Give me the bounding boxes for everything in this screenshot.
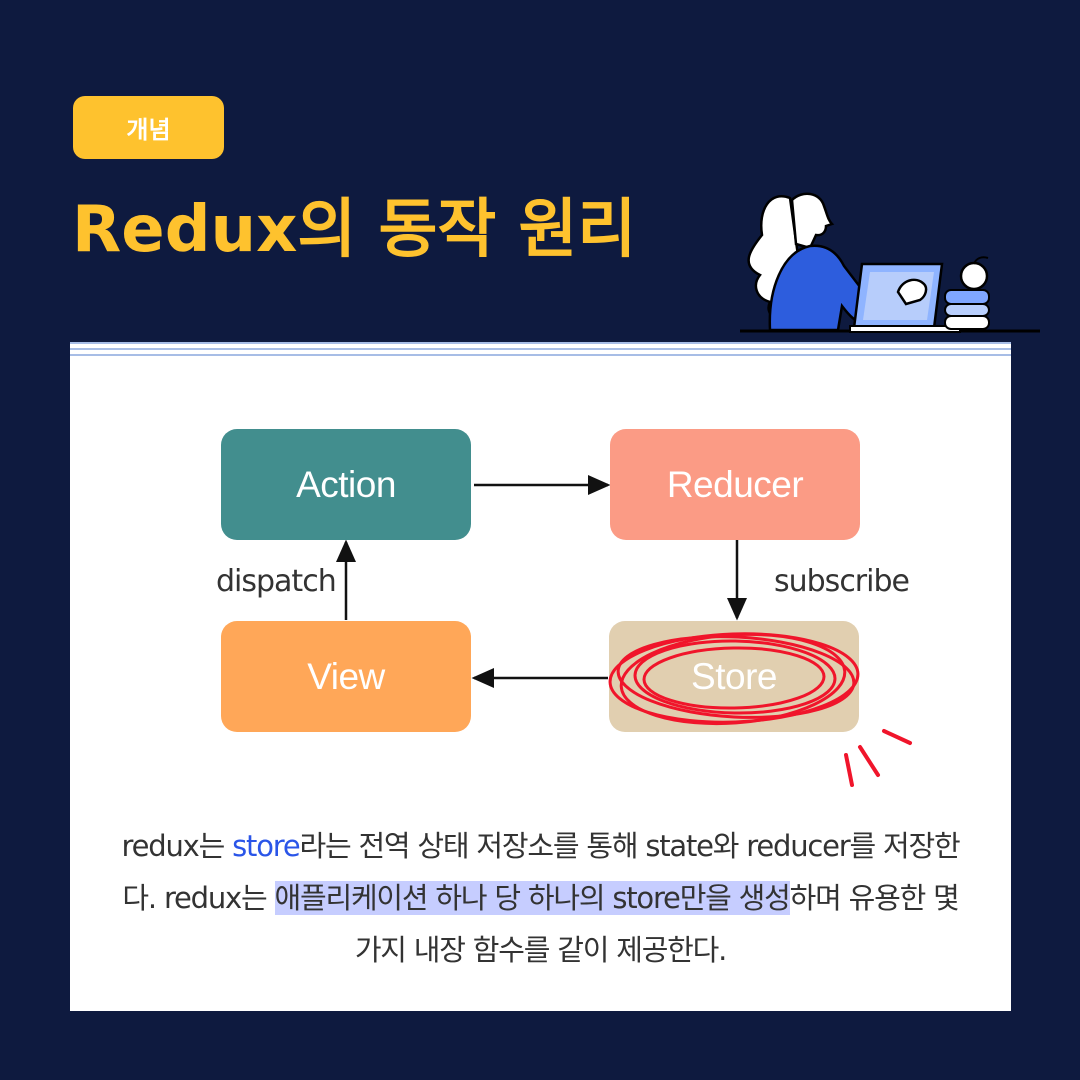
node-action: Action [221, 429, 471, 540]
highlighted-phrase: 애플리케이션 하나 당 하나의 store만을 생성 [274, 881, 791, 915]
label-subscribe: subscribe [774, 564, 910, 599]
page-title: Redux의 동작 원리 [72, 193, 637, 267]
store-highlight-scribble [608, 632, 912, 787]
node-view: View [221, 621, 471, 732]
category-badge: 개념 [73, 96, 224, 159]
card-top-lines [70, 342, 1011, 358]
store-keyword: store [232, 829, 301, 863]
label-dispatch: dispatch [216, 564, 337, 599]
node-reducer: Reducer [610, 429, 860, 540]
emphasis-marks [844, 729, 912, 787]
person-laptop-illustration [740, 192, 1040, 333]
description-text: redux는 store라는 전역 상태 저장소를 통해 state와 redu… [121, 829, 961, 967]
diagram-arrows [336, 475, 747, 688]
content-card: Action Reducer View Store dispatch subsc… [70, 342, 1011, 1011]
